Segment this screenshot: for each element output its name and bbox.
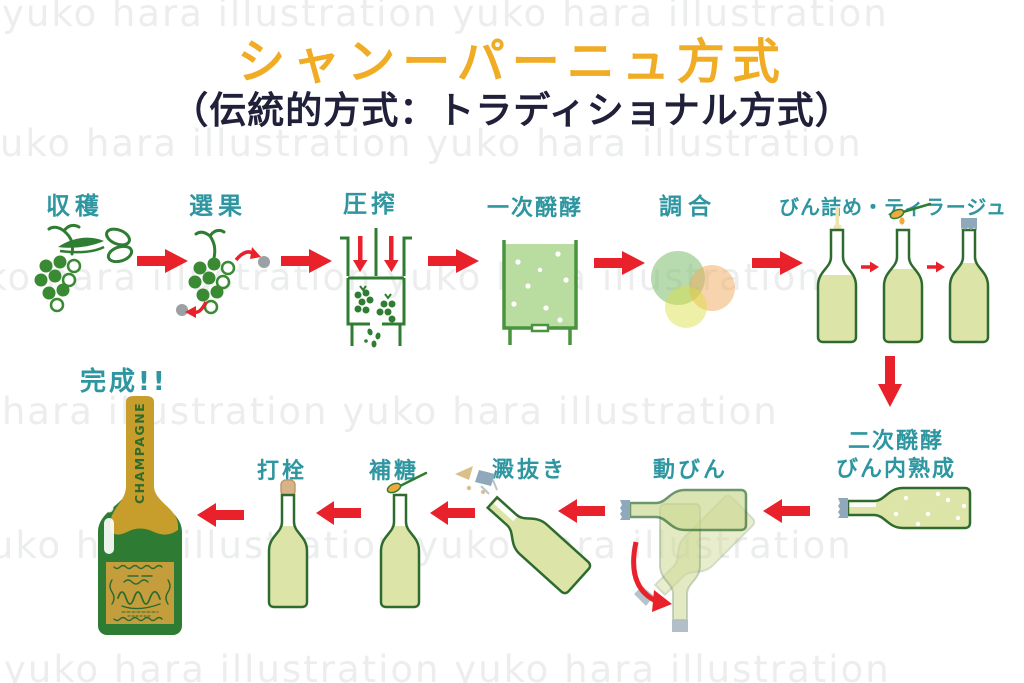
red-arrow-left-icon	[197, 503, 244, 527]
red-arrow-right-icon	[137, 249, 188, 273]
crown-cap-icon	[634, 586, 654, 606]
disgorging-illustration	[455, 466, 603, 597]
step-label-complete: 完成!!	[80, 367, 168, 397]
red-arrow-left-icon	[763, 499, 810, 523]
step-label-riddling: 動びん	[653, 458, 729, 483]
rejected-grape	[258, 256, 270, 268]
small-red-arrow-icon	[861, 261, 879, 273]
arrow-harvest-to-sorting	[137, 248, 189, 274]
arrow-fermentation-to-blending	[594, 250, 646, 276]
red-arrow-left-icon	[558, 499, 605, 523]
small-red-curved-arrow-icon	[250, 247, 261, 259]
bottling-illustration	[803, 202, 1003, 345]
glass-highlight	[104, 503, 114, 513]
bottling-bottles-icon	[816, 202, 990, 344]
grape-cluster	[188, 257, 236, 315]
champagne-bottle-icon: CHAMPAGNE	[98, 396, 182, 635]
arrow-pressing-to-fermentation	[428, 248, 480, 274]
red-arrow-down-icon	[878, 356, 902, 407]
flying-cap-icon	[475, 470, 495, 486]
arrow-bottling-to-secondary	[877, 356, 903, 408]
press-down-arrow-icon	[353, 236, 368, 272]
dosage-bottle-icon	[379, 471, 428, 609]
red-arrow-left-icon	[316, 501, 361, 525]
bubbles	[893, 491, 967, 527]
sediment-spray	[455, 466, 473, 480]
pour-stream	[835, 207, 839, 225]
crown-cap-icon	[672, 620, 688, 632]
red-arrow-right-icon	[428, 249, 479, 273]
bottle-label	[106, 562, 174, 624]
cork-icon	[280, 479, 296, 497]
page-subtitle: （伝統的方式：トラディショナル方式）	[171, 89, 853, 132]
arrow-riddling-to-disgorging	[557, 498, 605, 524]
spray-lines	[480, 479, 498, 495]
blending-circles-icon	[651, 251, 735, 328]
step-label-secondary-fermentation: 二次醗酵 びん内熟成	[815, 428, 977, 484]
secondary-fermentation-line1: 二次醗酵	[847, 429, 944, 454]
press-down-arrow-icon	[384, 236, 399, 272]
step-label-blending: 調合	[659, 194, 717, 220]
watermark-row: yuko hara illustration yuko hara illustr…	[4, 648, 891, 683]
watermark-row: yuko hara illustration yuko hara illustr…	[0, 122, 863, 165]
step-label-pressing: 圧搾	[343, 190, 399, 218]
sorting-illustration	[172, 226, 282, 326]
arrow-sorting-to-pressing	[281, 248, 333, 274]
complete-illustration: CHAMPAGNE	[88, 396, 192, 638]
grape-cluster	[34, 255, 82, 313]
arrow-disgorging-to-dosage	[429, 500, 475, 526]
step-label-dosage: 補糖	[369, 459, 420, 484]
dosage-illustration	[372, 470, 428, 612]
bottle-horizontal	[620, 488, 748, 532]
riddling-illustration	[616, 480, 764, 632]
step-label-sorting: 選果	[189, 192, 247, 220]
tilted-bottle	[477, 486, 594, 597]
foil-text: CHAMPAGNE	[132, 402, 147, 504]
red-arrow-right-icon	[752, 251, 803, 275]
corking-illustration	[262, 476, 314, 610]
juice-drops	[364, 328, 381, 348]
red-arrow-right-icon	[281, 249, 332, 273]
grapes-sorting-icon	[176, 228, 270, 318]
watermark-row: yuko hara illustration yuko hara illustr…	[2, 0, 889, 35]
primary-fermentation-illustration	[496, 238, 584, 346]
red-arrow-left-icon	[430, 501, 475, 525]
pressing-illustration	[336, 220, 416, 350]
riddling-bottles-icon	[620, 488, 758, 632]
small-red-arrow-icon	[927, 261, 945, 273]
glass-highlight	[104, 518, 114, 554]
arrow-corking-to-complete	[196, 502, 244, 528]
pressed-grapes	[354, 285, 396, 323]
small-red-curved-arrow-icon	[185, 306, 196, 318]
step-label-disgorging: 澱抜き	[492, 458, 568, 483]
bubbles	[511, 251, 569, 323]
grapes-scissors-icon	[34, 223, 134, 313]
fermentation-tank-icon	[502, 240, 578, 345]
gold-foil	[110, 396, 178, 535]
page-title: シャンーパーニュ方式	[237, 34, 787, 90]
secondary-fermentation-illustration	[834, 484, 978, 534]
arrow-secondary-to-riddling	[762, 498, 810, 524]
arrow-dosage-to-corking	[315, 500, 361, 526]
arrow-blending-to-bottling	[752, 250, 804, 276]
step-label-corking: 打栓	[257, 459, 308, 484]
tirage-spoon-icon	[889, 202, 932, 225]
blending-illustration	[646, 248, 742, 332]
crown-cap-icon	[838, 498, 848, 518]
wine-press-icon	[340, 228, 412, 348]
disgorging-bottle-icon	[455, 466, 594, 597]
corked-bottle-icon	[267, 479, 309, 609]
step-label-harvest: 収穫	[46, 192, 104, 220]
crown-cap-icon	[961, 218, 977, 230]
secondary-fermentation-line2: びん内熟成	[835, 457, 956, 482]
harvest-illustration	[28, 223, 136, 319]
red-arrow-right-icon	[594, 251, 645, 275]
aging-bottle-icon	[838, 486, 972, 530]
rejected-grape	[176, 304, 188, 316]
red-curved-arrow-icon	[631, 541, 660, 605]
step-label-primary-fermentation: 一次醗酵	[487, 196, 584, 221]
